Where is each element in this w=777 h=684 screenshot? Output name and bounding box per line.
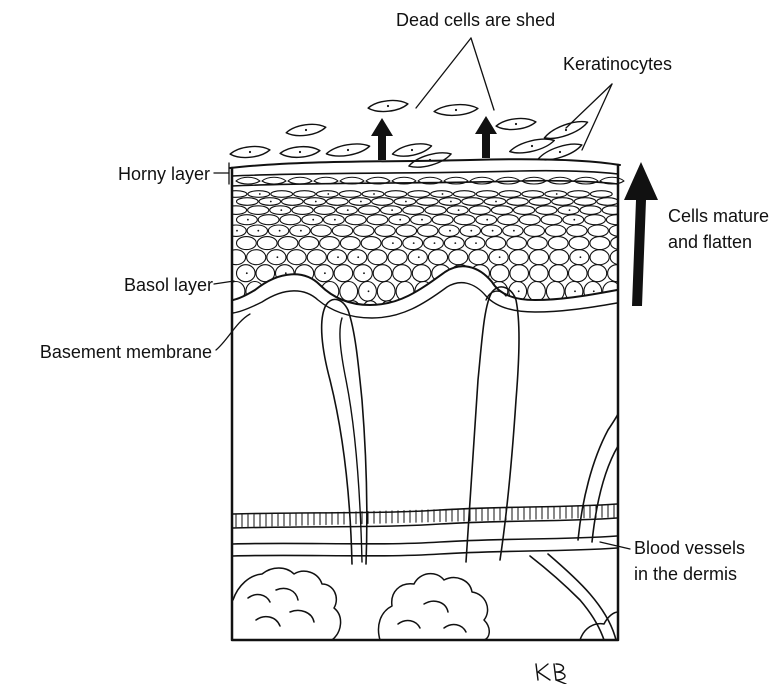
label-basal-layer: Basol layer (124, 275, 213, 295)
label-cells-mature-line2: and flatten (668, 232, 752, 252)
label-keratinocytes: Keratinocytes (563, 54, 672, 74)
blood-vessels (233, 287, 618, 640)
maturation-arrow (624, 162, 658, 306)
label-blood-vessels-line1: Blood vessels (634, 538, 745, 558)
horny-layer-band (232, 171, 624, 186)
shed-arrow-right (475, 116, 497, 158)
label-basement-membrane: Basement membrane (40, 342, 212, 362)
epidermis-cells (225, 191, 630, 323)
artist-signature (536, 664, 566, 684)
shed-arrow-left (371, 118, 393, 160)
leader-lines (214, 38, 630, 549)
fat-lobules (233, 568, 618, 640)
label-blood-vessels-line2: in the dermis (634, 564, 737, 584)
label-cells-mature-line1: Cells mature (668, 206, 769, 226)
label-dead-cells: Dead cells are shed (396, 10, 555, 30)
label-horny-layer: Horny layer (118, 164, 210, 184)
